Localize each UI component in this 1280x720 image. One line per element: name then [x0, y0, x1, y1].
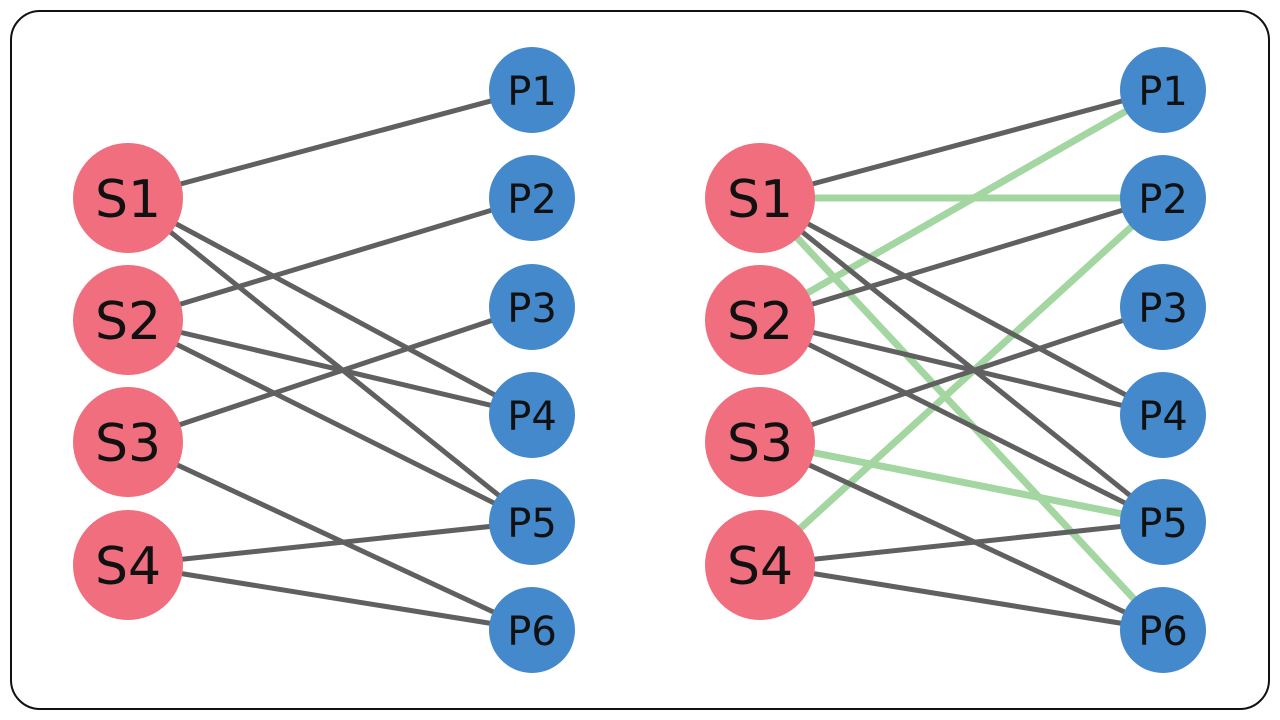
node-label: S1	[727, 170, 793, 230]
edge-s3-p3	[759, 304, 1164, 445]
highlight-edge-s2-p1	[758, 86, 1165, 324]
node-circle	[489, 479, 575, 565]
node-label: P2	[507, 177, 557, 223]
project-node-p4: P4	[1120, 372, 1206, 458]
highlight-edge-s4-p2	[757, 195, 1166, 568]
student-node-s2: S2	[73, 265, 183, 375]
student-node-s3: S3	[705, 387, 815, 497]
node-circle	[1120, 47, 1206, 133]
node-circle	[489, 372, 575, 458]
node-label: P4	[507, 394, 557, 440]
edge-s2-p5	[126, 317, 534, 525]
node-circle	[73, 510, 183, 620]
node-circle	[489, 47, 575, 133]
node-label: P3	[507, 286, 557, 332]
edge-s3-p6	[126, 439, 534, 633]
project-node-p2: P2	[1120, 155, 1206, 241]
edge-s4-p6	[127, 562, 533, 633]
node-label: S4	[727, 537, 793, 597]
edge-s2-p2	[759, 195, 1164, 323]
highlight-edge-s3-p5	[759, 438, 1164, 526]
node-circle	[705, 265, 815, 375]
project-node-p5: P5	[489, 479, 575, 565]
student-node-s4: S4	[705, 510, 815, 620]
node-label: P2	[1138, 177, 1188, 223]
edge-s2-p4	[127, 317, 533, 418]
edge-s4-p6	[759, 562, 1164, 633]
node-label: P1	[507, 69, 557, 115]
node-circle	[489, 155, 575, 241]
edge-s3-p6	[758, 439, 1165, 633]
node-circle	[705, 387, 815, 497]
node-label: S3	[95, 414, 161, 474]
project-node-p1: P1	[1120, 47, 1206, 133]
node-circle	[705, 143, 815, 253]
edge-s1-p4	[758, 195, 1165, 418]
node-circle	[489, 264, 575, 350]
node-circle	[1120, 264, 1206, 350]
project-node-p6: P6	[1120, 587, 1206, 673]
project-node-p6: P6	[489, 587, 575, 673]
diagram-frame	[10, 10, 1270, 710]
node-label: S3	[727, 414, 793, 474]
student-node-s4: S4	[73, 510, 183, 620]
node-label: P4	[1138, 394, 1188, 440]
edge-s1-p5	[126, 196, 534, 524]
edge-s1-p1	[759, 87, 1164, 201]
node-circle	[1120, 155, 1206, 241]
edge-s4-p5	[759, 519, 1164, 568]
node-circle	[705, 510, 815, 620]
node-label: S2	[727, 292, 793, 352]
edges	[757, 86, 1166, 633]
edge-s2-p2	[127, 195, 533, 323]
node-circle	[73, 387, 183, 497]
student-node-s3: S3	[73, 387, 183, 497]
node-circle	[1120, 587, 1206, 673]
node-label: S4	[95, 537, 161, 597]
project-node-p4: P4	[489, 372, 575, 458]
edge-s1-p5	[758, 196, 1165, 524]
node-circle	[73, 265, 183, 375]
student-node-s2: S2	[705, 265, 815, 375]
project-node-p5: P5	[1120, 479, 1206, 565]
student-node-s1: S1	[705, 143, 815, 253]
edge-s4-p5	[127, 519, 533, 568]
project-node-p3: P3	[1120, 264, 1206, 350]
edge-s2-p4	[759, 317, 1164, 418]
node-circle	[1120, 372, 1206, 458]
node-label: P6	[507, 609, 557, 655]
node-label: S1	[95, 170, 161, 230]
edge-s1-p1	[127, 87, 533, 201]
student-node-s1: S1	[73, 143, 183, 253]
project-node-p1: P1	[489, 47, 575, 133]
node-label: P6	[1138, 609, 1188, 655]
edge-s1-p4	[126, 195, 534, 418]
node-circle	[73, 143, 183, 253]
node-label: P3	[1138, 286, 1188, 332]
node-label: P5	[507, 501, 557, 547]
highlight-edge-s1-p6	[757, 195, 1166, 633]
edges	[126, 87, 534, 633]
project-node-p3: P3	[489, 264, 575, 350]
node-label: P1	[1138, 69, 1188, 115]
project-node-p2: P2	[489, 155, 575, 241]
node-circle	[1120, 479, 1206, 565]
node-label: P5	[1138, 501, 1188, 547]
node-circle	[489, 587, 575, 673]
edge-s2-p5	[758, 317, 1165, 525]
edge-s3-p3	[127, 304, 533, 445]
node-label: S2	[95, 292, 161, 352]
